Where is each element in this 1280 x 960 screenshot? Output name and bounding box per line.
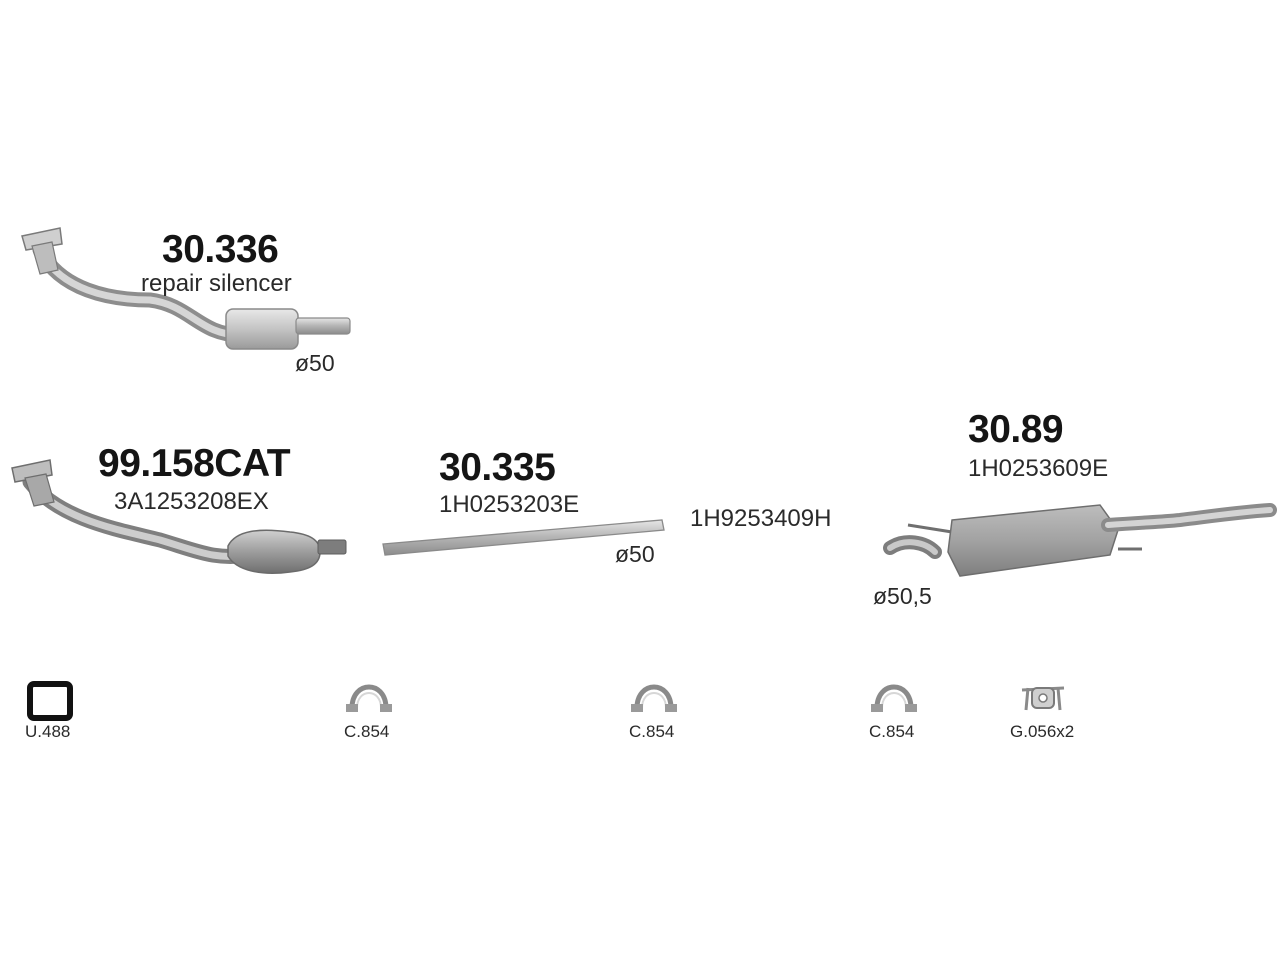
catalytic-converter <box>11 459 347 574</box>
pipe-diameter: ø50 <box>615 541 655 567</box>
part-code: 30.335 <box>439 446 556 489</box>
accessory-label: C.854 <box>629 722 675 741</box>
gasket-icon <box>27 681 73 721</box>
intermediate-pipe <box>382 519 665 556</box>
oem-number: 1H9253409H <box>690 505 832 532</box>
oem-number: 3A1253208EX <box>114 488 269 515</box>
clamp-icon <box>871 684 917 712</box>
part-description: repair silencer <box>141 270 292 297</box>
pipe-diameter: ø50,5 <box>873 583 932 609</box>
accessory-label: U.488 <box>25 722 71 741</box>
pipe-diameter: ø50 <box>295 350 335 376</box>
accessory-label: C.854 <box>869 722 915 741</box>
oem-number: 1H0253609E <box>968 455 1109 482</box>
oem-number: 1H0253203E <box>439 491 580 518</box>
clamp-icon <box>631 684 677 712</box>
part-code: 30.336 <box>162 228 279 271</box>
front-pipe-repair-silencer <box>21 227 351 350</box>
part-code: 30.89 <box>968 408 1064 451</box>
clamp-icon <box>346 684 392 712</box>
accessory-label: C.854 <box>344 722 390 741</box>
rubber-mount-icon <box>1021 686 1065 711</box>
accessory-label: G.056x2 <box>1010 722 1075 741</box>
part-code: 99.158CAT <box>98 442 291 485</box>
rear-silencer <box>883 503 1277 577</box>
